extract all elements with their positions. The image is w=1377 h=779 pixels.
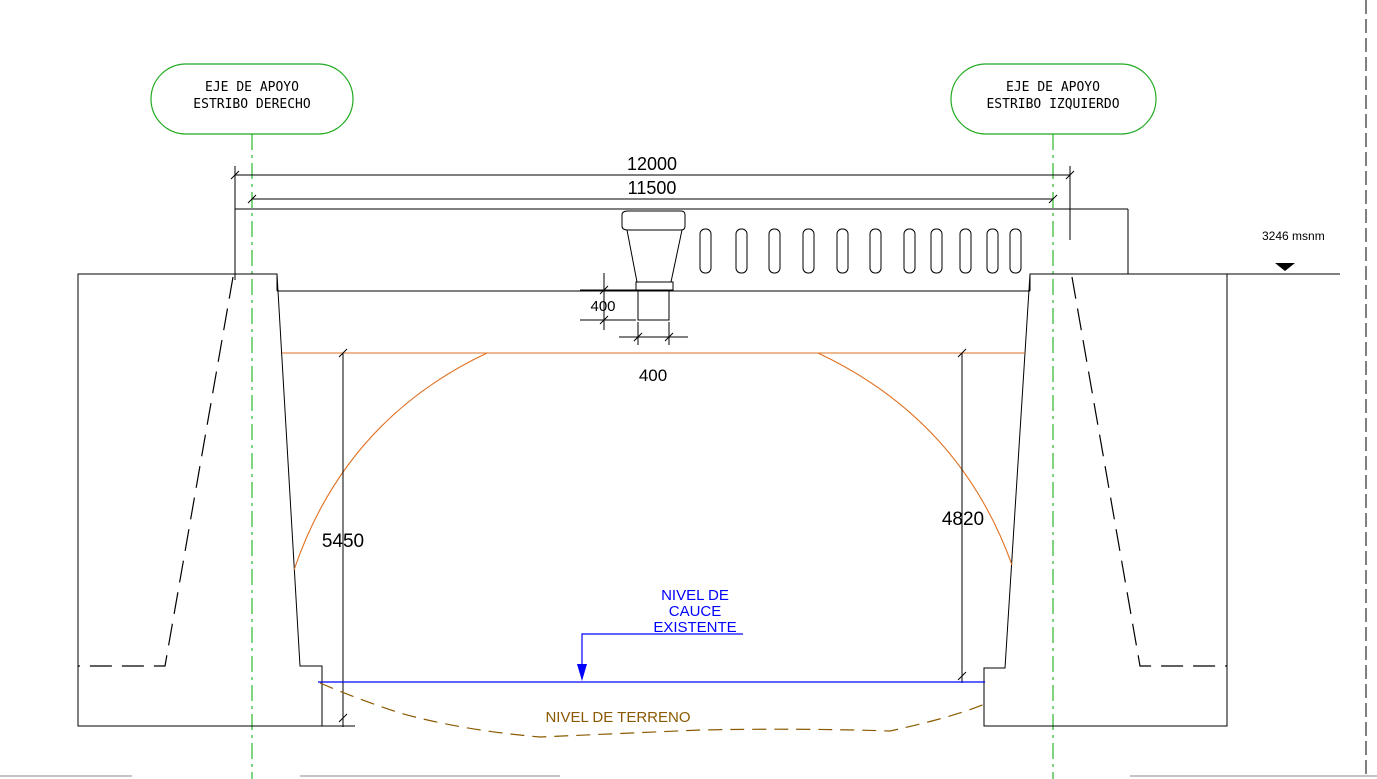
elevation-triangle: [1275, 263, 1295, 271]
svg-text:EXISTENTE: EXISTENTE: [653, 619, 736, 636]
riverbed-leader: [581, 633, 743, 666]
dimension-total-length-label: 12000: [627, 154, 677, 174]
abutment-right: [983, 273, 1340, 727]
svg-text:NIVEL DE: NIVEL DE: [661, 587, 729, 604]
railing-post: [621, 210, 686, 321]
abutment-left-hidden: [78, 276, 234, 667]
dimension-span-length: [247, 194, 1058, 204]
abutment-right-hidden: [1071, 276, 1227, 667]
riverbed-label: NIVEL DE CAUCE EXISTENTE: [653, 587, 736, 636]
svg-text:EJE DE APOYO: EJE DE APOYO: [1006, 80, 1100, 95]
elevation-label: 3246 msnm: [1262, 229, 1325, 243]
dimension-post-height: [580, 273, 636, 330]
axis-label-right: EJE DE APOYO ESTRIBO IZQUIERDO: [950, 63, 1157, 135]
arch-soffit: [282, 352, 1025, 571]
svg-text:ESTRIBO DERECHO: ESTRIBO DERECHO: [193, 97, 311, 112]
svg-text:CAUCE: CAUCE: [669, 603, 722, 620]
dimension-post-height-label: 400: [590, 298, 615, 315]
terrain-level-label: NIVEL DE TERRENO: [545, 709, 690, 726]
dimension-span-length-label: 11500: [628, 178, 677, 198]
axis-label-left: EJE DE APOYO ESTRIBO DERECHO: [150, 63, 354, 135]
dimension-right-clearance-label: 4820: [942, 509, 984, 530]
dimension-total-length: [230, 166, 1075, 280]
railing-openings: [699, 228, 1022, 274]
dimension-left-clearance-label: 5450: [322, 531, 364, 552]
parapet: [235, 208, 1129, 274]
svg-text:ESTRIBO IZQUIERDO: ESTRIBO IZQUIERDO: [986, 97, 1119, 112]
dimension-left-clearance: [338, 348, 348, 727]
dimension-post-width-label: 400: [639, 366, 667, 385]
dimension-right-clearance: [957, 348, 967, 683]
terrain-level-line: [319, 682, 986, 738]
svg-text:EJE DE APOYO: EJE DE APOYO: [205, 80, 299, 95]
riverbed-arrow: [577, 664, 587, 681]
abutment-left: [77, 273, 355, 727]
dimension-post-width: [619, 322, 688, 345]
